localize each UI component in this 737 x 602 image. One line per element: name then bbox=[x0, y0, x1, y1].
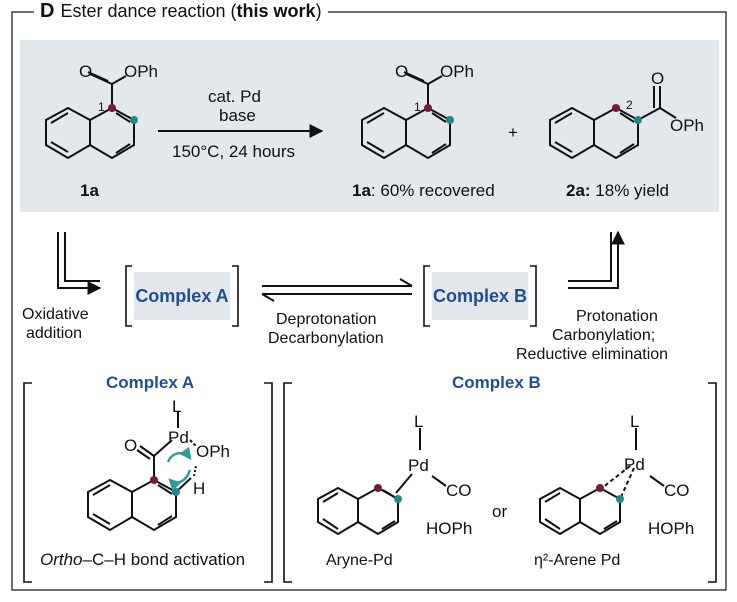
oxidative-label: Oxidative bbox=[22, 306, 89, 323]
ipso-carbon-dot bbox=[108, 104, 116, 112]
carbonyl-o-label: O bbox=[395, 62, 409, 81]
oph-label: OPh bbox=[196, 442, 231, 461]
carbonyl-o-label: O bbox=[79, 62, 93, 81]
complex-b-title: Complex B bbox=[446, 373, 547, 393]
hoph-label: HOPh bbox=[426, 519, 473, 538]
ester-oph-label: OPh bbox=[124, 62, 159, 81]
carbonylation-label: Carbonylation; bbox=[552, 327, 656, 344]
carbonyl-o-label: O bbox=[651, 69, 665, 88]
co-label: CO bbox=[664, 481, 690, 500]
pd-label: Pd bbox=[624, 455, 645, 474]
ortho-activation-caption: Ortho–C–H bond activation bbox=[40, 550, 246, 569]
protonation-label: Protonation bbox=[576, 308, 658, 325]
panel-frame bbox=[11, 11, 727, 591]
hydrogen-label: H bbox=[193, 479, 206, 498]
cycle-arrows bbox=[57, 230, 625, 302]
complex-a-title: Complex A bbox=[100, 373, 201, 393]
panel-letter: D bbox=[40, 0, 55, 22]
ligand-l-label: L bbox=[172, 397, 182, 416]
ipso-carbon-dot bbox=[424, 104, 432, 112]
complex-b-bracket bbox=[283, 382, 717, 583]
electron-push-arrows bbox=[166, 446, 192, 492]
co-label: CO bbox=[446, 481, 472, 500]
carbonyl-o-label: O bbox=[124, 436, 138, 455]
product-2a-label: 2a: 18% yield bbox=[566, 181, 670, 200]
complex-a-box: Complex A bbox=[134, 272, 230, 320]
pd-label: Pd bbox=[408, 456, 429, 475]
arene-pd-structure bbox=[539, 428, 665, 536]
deprotonation-label: Deprotonation bbox=[276, 311, 377, 328]
ester-oph-label: OPh bbox=[670, 116, 705, 135]
addition-label: addition bbox=[26, 325, 83, 342]
hoph-label: HOPh bbox=[648, 519, 695, 538]
condition-temperature-time: 150°C, 24 hours bbox=[172, 142, 296, 161]
position-2-label: 2 bbox=[626, 98, 633, 112]
plus-sign: + bbox=[508, 123, 518, 142]
position-1-label: 1 bbox=[98, 100, 105, 114]
aryne-pd-caption: Aryne-Pd bbox=[326, 552, 393, 569]
ortho-carbon-dot bbox=[634, 116, 642, 124]
reductive-elimination-label: Reductive elimination bbox=[516, 346, 669, 363]
pd-label: Pd bbox=[168, 428, 189, 447]
ortho-carbon-dot bbox=[130, 116, 138, 124]
complex-a-bracket bbox=[23, 382, 273, 583]
decarbonylation-label: Decarbonylation bbox=[268, 330, 384, 347]
ortho-carbon-dot bbox=[446, 116, 454, 124]
product-1a-label: 1a: 60% recovered bbox=[352, 181, 495, 200]
ipso-carbon-dot bbox=[612, 104, 620, 112]
condition-catalyst: cat. Pd bbox=[208, 87, 261, 106]
ligand-l-label: L bbox=[630, 412, 640, 431]
complex-b-box: Complex B bbox=[432, 272, 528, 320]
complex-brackets bbox=[125, 265, 537, 327]
ligand-l-label: L bbox=[414, 412, 424, 431]
compound-label-1a: 1a bbox=[80, 181, 99, 200]
ester-oph-label: OPh bbox=[440, 62, 475, 81]
position-1-label: 1 bbox=[414, 100, 421, 114]
condition-base: base bbox=[219, 106, 256, 125]
arene-pd-caption: η²-Arene Pd bbox=[534, 552, 621, 569]
reaction-band bbox=[20, 40, 719, 212]
or-label: or bbox=[492, 502, 508, 521]
